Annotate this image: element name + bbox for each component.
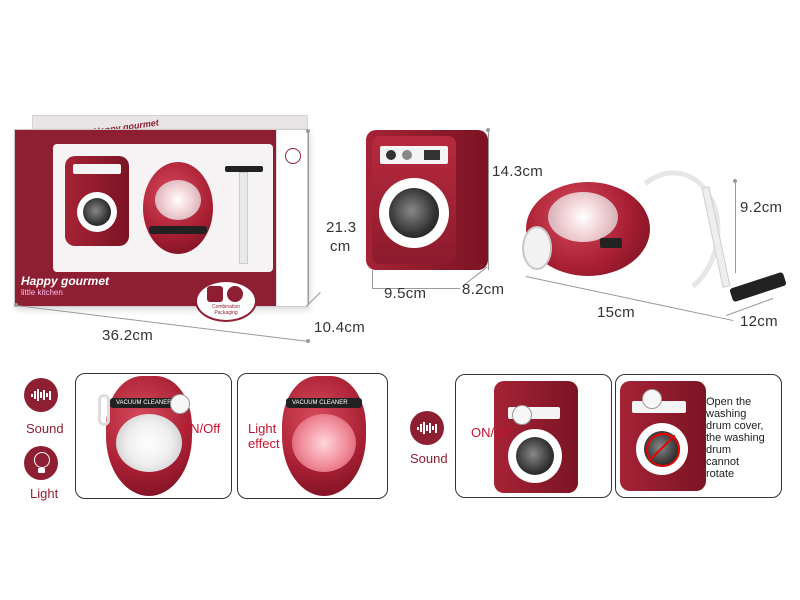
on-off-label-2: ON/Off	[471, 425, 512, 440]
sound-label: Sound	[26, 421, 64, 436]
feature-panel-washer-drum	[615, 374, 782, 498]
washer-button-icon	[402, 150, 412, 160]
box-height-line	[308, 133, 309, 305]
vacuum-closeup: VACUUM CLEANER	[106, 376, 192, 496]
box-side-panel	[276, 130, 307, 306]
box-width-line	[15, 305, 308, 342]
badge-text: Combination Packaging	[211, 304, 241, 316]
boxed-vacuum-tube	[239, 172, 248, 264]
vacuum-height-line	[735, 183, 736, 273]
combination-badge: Combination Packaging	[195, 280, 257, 322]
box-height-label-2: cm	[330, 238, 351, 255]
sound-wave-icon	[24, 378, 58, 412]
light-label: Light	[30, 486, 59, 501]
washer-drum	[389, 188, 439, 238]
feature-panel-vacuum-sound: VACUUM CLEANER	[75, 373, 232, 499]
box-side-logo-icon	[285, 148, 301, 164]
gift-box: Happy gourmet Happy gourmet little	[14, 115, 308, 322]
feature-panel-washer-sound	[455, 374, 612, 498]
drum-note: Open the washing drum cover, the washing…	[706, 396, 765, 480]
box-front: Happy gourmet little kitchen Combination…	[14, 129, 308, 322]
boxed-washer-porthole	[77, 192, 117, 232]
vacuum-dust-chamber	[548, 192, 618, 242]
light-bulb-icon	[24, 446, 58, 480]
boxed-vacuum-band	[149, 226, 207, 234]
light-effect-label-1: Light	[248, 421, 277, 436]
washer-height-label: 14.3cm	[492, 163, 543, 180]
washer-width-label: 9.5cm	[384, 285, 427, 302]
vacuum-depth-label: 12cm	[740, 313, 778, 330]
washing-machine	[366, 130, 488, 270]
box-brand-title: Happy gourmet	[21, 274, 110, 288]
washer-control-panel	[380, 146, 448, 164]
badge-washer-icon	[207, 286, 223, 302]
vacuum-cleaner	[522, 182, 650, 276]
vacuum-window-particles	[116, 414, 182, 472]
vacuum-band-2: VACUUM CLEANER	[286, 398, 362, 408]
vacuum-display	[600, 238, 622, 248]
vacuum-length-label: 15cm	[597, 304, 635, 321]
box-window	[53, 144, 273, 272]
vacuum-hose-stub	[98, 394, 110, 426]
washer-width-line	[372, 288, 460, 289]
boxed-vacuum	[143, 162, 213, 254]
boxed-vacuum-head	[225, 166, 263, 172]
washer-drum-closeup	[620, 381, 706, 491]
washer-drum-door	[636, 423, 688, 475]
washer-height-line	[488, 132, 489, 270]
hand-press-icon-3	[642, 389, 662, 409]
box-depth-label: 10.4cm	[314, 319, 365, 336]
vacuum-brush-head	[729, 271, 787, 303]
no-rotate-icon	[646, 433, 680, 467]
sound-wave-icon-2	[410, 411, 444, 445]
on-off-label-1: ON/Off	[180, 421, 221, 436]
box-width-label: 36.2cm	[102, 327, 153, 344]
light-effect-label-2: effect	[248, 436, 280, 451]
badge-vacuum-icon	[227, 286, 243, 302]
vacuum-wheel	[522, 226, 552, 270]
vacuum-closeup-lit: VACUUM CLEANER	[282, 376, 366, 496]
hand-press-icon-2	[512, 405, 532, 425]
box-brand-subtitle: little kitchen	[21, 288, 63, 297]
vacuum-window-lit	[292, 414, 356, 472]
washer-display-icon	[424, 150, 440, 160]
washer-front	[372, 136, 456, 264]
feature-panel-vacuum-light: VACUUM CLEANER	[237, 373, 388, 499]
box-height-label-1: 21.3	[326, 219, 357, 236]
washer-dial-icon	[386, 150, 396, 160]
vacuum-height-label: 9.2cm	[740, 199, 783, 216]
boxed-washer-panel	[73, 164, 121, 174]
washer-closeup-door	[508, 429, 562, 483]
boxed-washing-machine	[65, 156, 129, 246]
vacuum-band: VACUUM CLEANER	[110, 398, 188, 408]
washer-door	[379, 178, 449, 248]
sound-label-2: Sound	[410, 451, 448, 466]
hand-press-icon	[170, 394, 190, 414]
washer-depth-label: 8.2cm	[462, 281, 505, 298]
